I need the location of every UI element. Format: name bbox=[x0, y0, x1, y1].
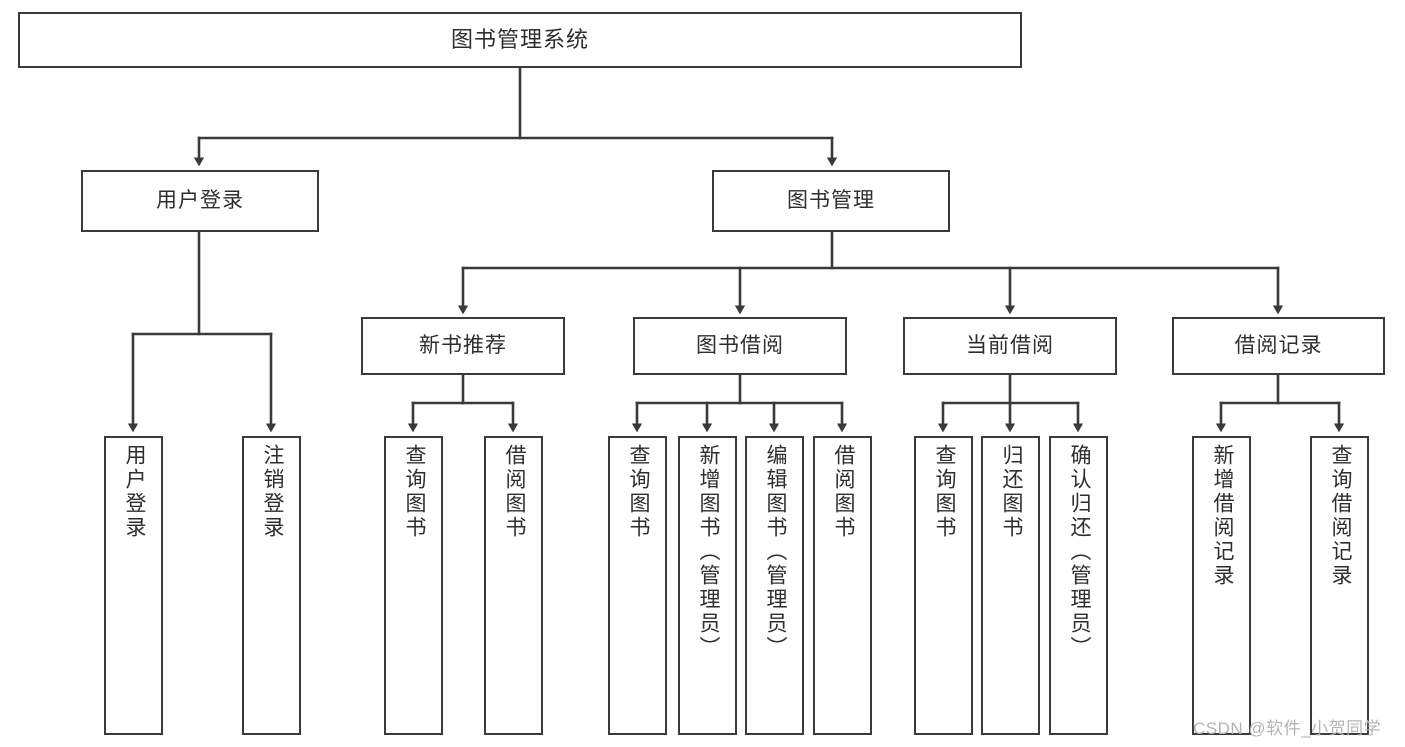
node-user-login-label: 用户登录 bbox=[156, 188, 244, 212]
node-book-manage[interactable]: 图书管理 bbox=[712, 170, 950, 232]
leaf-confirm-return-label: 确认归还（管理员） bbox=[1067, 444, 1091, 660]
leaf-query-record-label: 查询借阅记录 bbox=[1328, 444, 1352, 588]
leaf-user-login-label: 用户登录 bbox=[122, 444, 146, 540]
node-book-borrow[interactable]: 图书借阅 bbox=[633, 317, 847, 375]
edge-user-login-bus bbox=[127, 230, 277, 433]
edge-current-borrow-bus bbox=[937, 373, 1084, 433]
leaf-query-book-2[interactable]: 查询图书 bbox=[608, 436, 667, 735]
leaf-add-book-label: 新增图书（管理员） bbox=[696, 444, 720, 660]
leaf-borrow-book-2-label: 借阅图书 bbox=[831, 444, 855, 540]
node-borrow-record-label: 借阅记录 bbox=[1234, 333, 1323, 357]
csdn-watermark: CSDN @软件_小贺同学 bbox=[1193, 719, 1382, 738]
node-root-label: 图书管理系统 bbox=[450, 27, 589, 53]
node-new-book-recommend[interactable]: 新书推荐 bbox=[361, 317, 565, 375]
leaf-return-book[interactable]: 归还图书 bbox=[981, 436, 1040, 735]
leaf-edit-book[interactable]: 编辑图书（管理员） bbox=[745, 436, 804, 735]
leaf-query-book-1[interactable]: 查询图书 bbox=[384, 436, 443, 735]
leaf-query-book-3-label: 查询图书 bbox=[932, 444, 956, 540]
node-borrow-record[interactable]: 借阅记录 bbox=[1172, 317, 1385, 375]
leaf-query-book-3[interactable]: 查询图书 bbox=[914, 436, 973, 735]
leaf-return-book-label: 归还图书 bbox=[999, 444, 1023, 540]
edge-book-manage-bus bbox=[457, 230, 1284, 315]
node-current-borrow[interactable]: 当前借阅 bbox=[903, 317, 1117, 375]
node-root[interactable]: 图书管理系统 bbox=[18, 12, 1022, 68]
node-new-book-recommend-label: 新书推荐 bbox=[419, 333, 507, 357]
node-user-login[interactable]: 用户登录 bbox=[81, 170, 319, 232]
leaf-query-book-2-label: 查询图书 bbox=[626, 444, 650, 540]
leaf-add-record-label: 新增借阅记录 bbox=[1210, 444, 1234, 588]
leaf-borrow-book-1-label: 借阅图书 bbox=[502, 444, 526, 540]
leaf-add-record[interactable]: 新增借阅记录 bbox=[1192, 436, 1251, 735]
edge-root-bus bbox=[193, 66, 838, 167]
leaf-add-book[interactable]: 新增图书（管理员） bbox=[678, 436, 737, 735]
edge-new-book-bus bbox=[407, 373, 519, 433]
leaf-borrow-book-2[interactable]: 借阅图书 bbox=[813, 436, 872, 735]
leaf-edit-book-label: 编辑图书（管理员） bbox=[763, 444, 787, 660]
leaf-query-book-1-label: 查询图书 bbox=[402, 444, 426, 540]
node-current-borrow-label: 当前借阅 bbox=[966, 333, 1054, 357]
node-book-manage-label: 图书管理 bbox=[787, 188, 875, 212]
leaf-query-record[interactable]: 查询借阅记录 bbox=[1310, 436, 1369, 735]
leaf-borrow-book-1[interactable]: 借阅图书 bbox=[484, 436, 543, 735]
leaf-logout-login-label: 注销登录 bbox=[260, 444, 284, 540]
edge-borrow-record-bus bbox=[1215, 373, 1345, 433]
leaf-confirm-return[interactable]: 确认归还（管理员） bbox=[1049, 436, 1108, 735]
leaf-user-login[interactable]: 用户登录 bbox=[104, 436, 163, 735]
leaf-logout-login[interactable]: 注销登录 bbox=[242, 436, 301, 735]
edge-book-borrow-bus bbox=[631, 373, 848, 433]
node-book-borrow-label: 图书借阅 bbox=[696, 333, 784, 357]
